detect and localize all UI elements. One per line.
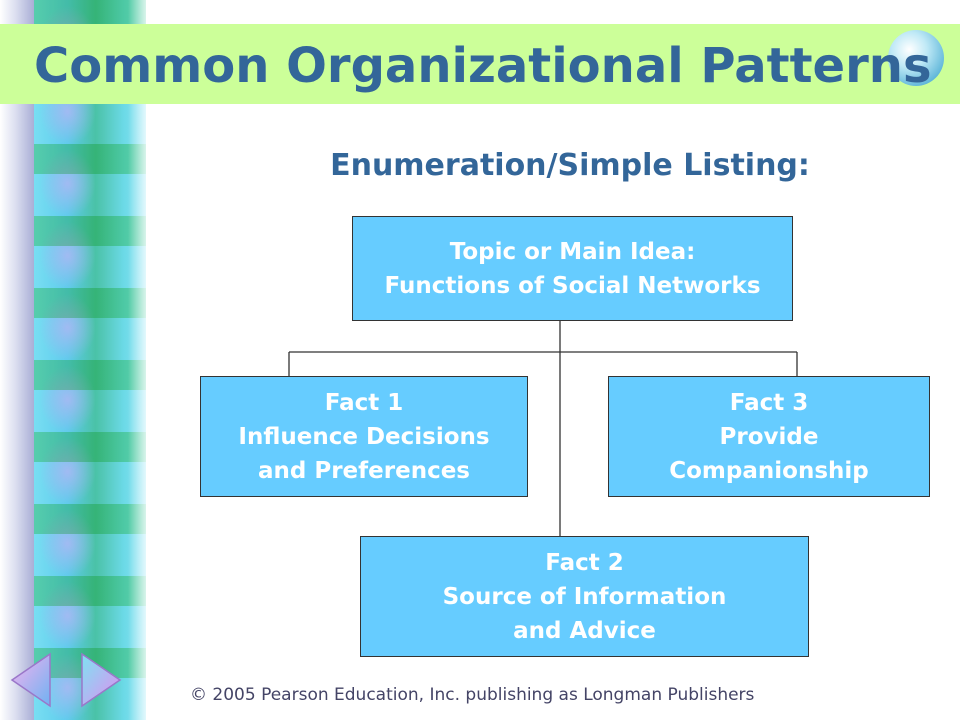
- side-decoration-shadow: [0, 0, 34, 720]
- fact-2-line-2: Source of Information: [442, 583, 727, 610]
- next-slide-button[interactable]: [64, 652, 124, 708]
- fact-1-line-2: Influence Decisions: [238, 423, 490, 450]
- copyright-footer: © 2005 Pearson Education, Inc. publishin…: [190, 685, 755, 705]
- fact-1-box: Fact 1 Influence Decisions and Preferenc…: [200, 376, 528, 497]
- fact-3-line-1: Fact 3: [729, 389, 809, 416]
- fact-1-line-3: and Preferences: [257, 457, 470, 484]
- diagram-heading: Enumeration/Simple Listing:: [330, 148, 810, 183]
- fact-3-line-3: Companionship: [669, 457, 869, 484]
- topic-line-2: Functions of Social Networks: [384, 272, 761, 299]
- fact-2-line-1: Fact 2: [545, 549, 624, 576]
- left-arrow-icon: [10, 652, 51, 708]
- fact-2-box: Fact 2 Source of Information and Advice: [360, 536, 809, 657]
- fact-2-line-3: and Advice: [513, 617, 656, 644]
- topic-line-1: Topic or Main Idea:: [449, 238, 696, 265]
- side-decoration-band: [34, 0, 146, 720]
- title-bar: [0, 24, 960, 104]
- previous-slide-button[interactable]: [8, 652, 68, 708]
- right-arrow-icon: [81, 652, 122, 708]
- side-decoration-fade: [128, 0, 152, 720]
- fact-3-box: Fact 3 Provide Companionship: [608, 376, 930, 497]
- slide-title: Common Organizational Patterns: [34, 38, 932, 94]
- orb-icon: [888, 30, 944, 86]
- fact-3-line-2: Provide: [719, 423, 819, 450]
- fact-1-line-1: Fact 1: [324, 389, 404, 416]
- topic-box: Topic or Main Idea: Functions of Social …: [352, 216, 793, 321]
